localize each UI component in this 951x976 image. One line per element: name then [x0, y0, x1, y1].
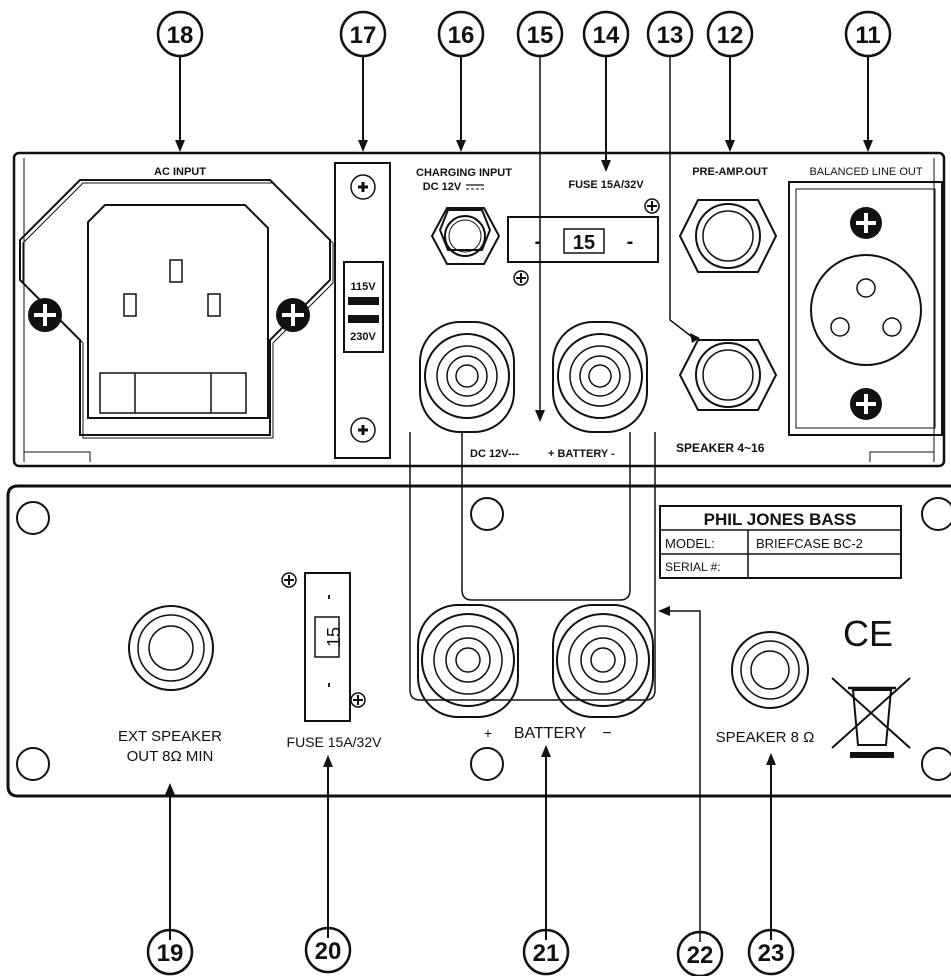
ac-inlet	[19, 179, 334, 439]
voltage-115-label: 115V	[350, 281, 376, 293]
callout-17: 17	[350, 22, 377, 49]
fuse-upper-minus-right: -	[627, 231, 634, 253]
ext-speaker-jack	[128, 605, 214, 691]
speaker-8-label: SPEAKER 8 Ω	[716, 729, 815, 746]
fuse-lower-label: FUSE 15A/32V	[287, 734, 383, 750]
battery-upper-label: + BATTERY -	[548, 448, 615, 460]
brand-name: PHIL JONES BASS	[704, 510, 857, 529]
dc-12v-label: DC 12V---	[470, 448, 519, 460]
callout-20: 20	[315, 938, 342, 965]
charging-voltage-label: DC 12V	[423, 181, 462, 193]
model-value: BRIEFCASE BC-2	[756, 536, 863, 551]
voltage-230-label: 230V	[350, 331, 376, 343]
fuse-holder-lower	[281, 572, 366, 722]
ext-speaker-label-2: OUT 8Ω MIN	[127, 748, 214, 765]
dc-symbol-icon	[466, 184, 484, 190]
callout-19: 19	[157, 940, 184, 967]
speaker-8-jack	[731, 631, 809, 709]
callout-23: 23	[758, 940, 785, 967]
fuse-upper-label: FUSE 15A/32V	[568, 179, 644, 191]
charging-input-label: CHARGING INPUT	[416, 167, 512, 179]
battery-binding-posts-lower	[417, 604, 654, 718]
ext-speaker-label-1: EXT SPEAKER	[118, 728, 222, 745]
callout-14: 14	[593, 22, 620, 49]
battery-plus: +	[484, 725, 492, 741]
serial-key: SERIAL #:	[665, 560, 721, 574]
fuse-holder-upper	[507, 198, 660, 286]
preamp-out-label: PRE-AMP.OUT	[692, 166, 768, 178]
weee-crossed-bin-icon	[831, 677, 911, 758]
lower-panel	[6, 484, 951, 798]
upper-panel	[12, 151, 946, 468]
battery-minus: −	[602, 725, 611, 742]
balanced-line-out-xlr	[788, 181, 943, 436]
preamp-out-jack	[678, 199, 778, 273]
callouts-top: 18 17 16 15 14 13 12 11	[156, 10, 892, 58]
screw-icon	[850, 388, 882, 420]
battery-lower-label: BATTERY	[514, 725, 587, 742]
charging-input-jack	[430, 207, 501, 265]
nameplate	[659, 505, 902, 579]
callout-16: 16	[448, 22, 475, 49]
screw-icon	[28, 298, 62, 332]
fuse-lower-minus-top: -	[320, 594, 337, 599]
callout-11: 11	[855, 22, 880, 49]
fuse-lower-value: 15	[324, 627, 344, 647]
fuse-upper-minus-left: -	[535, 231, 542, 253]
callout-leaders	[165, 56, 873, 942]
speaker-4-16-label: SPEAKER 4~16	[676, 441, 765, 455]
fuse-upper-value: 15	[573, 232, 595, 254]
ce-mark: CE	[843, 613, 893, 654]
callouts-bottom: 19 20 21 22 23	[146, 926, 795, 976]
screw-icon	[850, 207, 882, 239]
callout-21: 21	[533, 940, 560, 967]
voltage-selector	[334, 162, 391, 459]
fuse-lower-minus-bottom: -	[320, 682, 337, 687]
battery-binding-posts-upper	[409, 321, 656, 701]
callout-12: 12	[717, 22, 744, 49]
callout-15: 15	[527, 22, 554, 49]
model-key: MODEL:	[665, 536, 715, 551]
screw-icon	[276, 298, 310, 332]
callout-22: 22	[687, 942, 714, 969]
balanced-line-out-label: BALANCED LINE OUT	[809, 166, 922, 178]
ac-input-label: AC INPUT	[154, 166, 206, 178]
callout-18: 18	[167, 22, 194, 49]
callout-13: 13	[657, 22, 684, 49]
speaker-4-16-jack	[678, 339, 778, 411]
